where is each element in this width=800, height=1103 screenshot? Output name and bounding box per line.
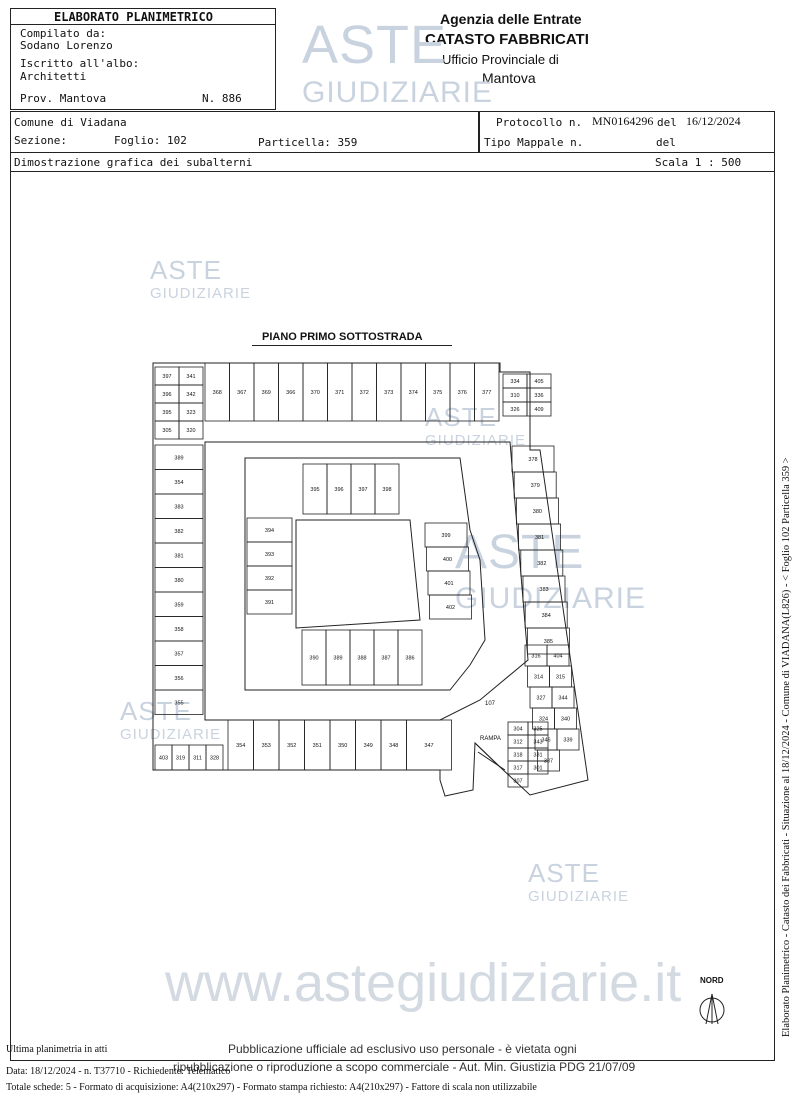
agency-line3: Ufficio Provinciale di: [442, 52, 559, 67]
plan-title-underline: [252, 345, 452, 346]
ultima-planimetria: Ultima planimetria in atti: [6, 1044, 108, 1055]
comune: Comune di Viadana: [14, 116, 127, 129]
compilato-name: Sodano Lorenzo: [20, 39, 113, 52]
north-label: NORD: [700, 976, 724, 985]
tipo-mappale: Tipo Mappale n.: [484, 136, 584, 149]
info-divider: [478, 111, 480, 153]
pubblicazione-line2: ripubblicazione o riproduzione a scopo c…: [173, 1060, 636, 1074]
agency-line4: Mantova: [482, 70, 536, 86]
del2-label: del: [656, 136, 676, 149]
watermark-aste-5: ASTE: [528, 858, 600, 888]
watermark-giudiziarie-2: GIUDIZIARIE: [425, 432, 527, 449]
drawing-frame: [10, 171, 775, 1061]
court-label: 107: [485, 701, 496, 707]
watermark-giudiziarie-5: GIUDIZIARIE: [528, 888, 630, 905]
watermark-aste-3: ASTE: [455, 526, 585, 579]
watermark-aste-header: ASTE: [302, 15, 448, 75]
watermark-aste-1: ASTE: [150, 255, 222, 285]
watermark-giudiziarie-header: GIUDIZIARIE: [302, 76, 494, 109]
agency-line2: CATASTO FABBRICATI: [425, 31, 589, 48]
agency-line1: Agenzia delle Entrate: [440, 11, 582, 27]
prov-label: Prov. Mantova: [20, 92, 107, 105]
watermark-giudiziarie-3: GIUDIZIARIE: [455, 582, 647, 615]
iscritto-value: Architetti: [20, 70, 87, 83]
totale-line: Totale schede: 5 - Formato di acquisizio…: [6, 1082, 537, 1093]
watermark-url: www.astegiudiziarie.it: [165, 953, 682, 1013]
pubblicazione-line1: Pubblicazione ufficiale ad esclusivo uso…: [228, 1042, 577, 1056]
scala: Scala 1 : 500: [655, 156, 742, 169]
compilato-label: Compilato da:: [20, 27, 107, 40]
sezione: Sezione:: [14, 134, 67, 147]
del-value: 16/12/2024: [686, 114, 741, 128]
del-label: del: [657, 116, 677, 129]
elaborato-title: ELABORATO PLANIMETRICO: [54, 10, 213, 24]
albo-number: N. 886: [202, 92, 242, 105]
north-arrow-icon: [699, 993, 725, 1025]
watermark-giudiziarie-1: GIUDIZIARIE: [150, 285, 252, 302]
watermark-aste-4: ASTE: [120, 696, 192, 726]
dimostrazione: Dimostrazione grafica dei subalterni: [14, 156, 253, 169]
protocollo-value: MN0164296: [592, 114, 654, 128]
protocollo-label: Protocollo n.: [496, 116, 583, 129]
iscritto-label: Iscritto all'albo:: [20, 57, 140, 70]
particella: Particella: 359: [258, 136, 358, 149]
plan-title: PIANO PRIMO SOTTOSTRADA: [262, 331, 423, 343]
vertical-caption: Elaborato Planimetrico - Catasto dei Fab…: [781, 457, 792, 1037]
rampa-label: RAMPA: [480, 736, 501, 742]
elaborato-title-box: [10, 8, 276, 25]
watermark-aste-2: ASTE: [425, 402, 497, 432]
foglio: Foglio: 102: [114, 134, 187, 147]
watermark-giudiziarie-4: GIUDIZIARIE: [120, 726, 222, 743]
data-line: Data: 18/12/2024 - n. T37710 - Richieden…: [6, 1066, 231, 1077]
